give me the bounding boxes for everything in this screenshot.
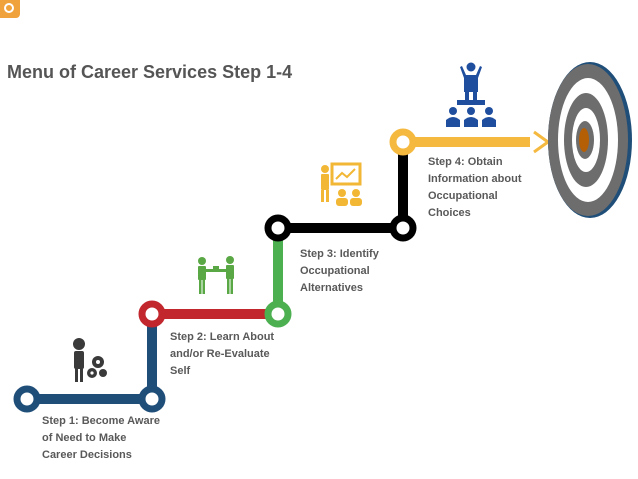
- step-4-line-2: Information about: [428, 173, 522, 185]
- step-2-label: Step 2: Learn About and/or Re-Evaluate S…: [170, 329, 300, 380]
- step-3-label: Step 3: Identify Occupational Alternativ…: [300, 246, 430, 297]
- app-logo-icon: [0, 0, 20, 18]
- step-4-label: Step 4: Obtain Information about Occupat…: [428, 154, 558, 222]
- step-2-line-3: Self: [170, 365, 191, 377]
- person-thinking-gears-icon: [73, 338, 107, 382]
- node-step1: [138, 385, 166, 413]
- page-title: Menu of Career Services Step 1-4: [7, 62, 293, 82]
- step-2-line-1: Step 2: Learn About: [170, 331, 275, 343]
- step-3-line-2: Occupational: [300, 265, 370, 277]
- step-3-line-3: Alternatives: [300, 282, 363, 294]
- step-1-line-2: of Need to Make: [42, 432, 127, 444]
- node-step1b: [138, 300, 166, 328]
- node-start: [13, 385, 41, 413]
- bullseye-target-icon: [548, 62, 632, 218]
- step-4-line-1: Step 4: Obtain: [428, 156, 503, 168]
- two-people-exchange-icon: [198, 256, 234, 294]
- node-step4: [389, 128, 417, 156]
- arrow-head-icon: [533, 130, 551, 154]
- path-step1: [27, 314, 157, 404]
- node-step3b: [389, 214, 417, 242]
- step-2-line-2: and/or Re-Evaluate: [170, 348, 270, 360]
- step-1-label: Step 1: Become Aware of Need to Make Car…: [42, 413, 172, 464]
- step-1-line-1: Step 1: Become Aware: [42, 415, 160, 427]
- node-step3: [264, 214, 292, 242]
- step-1-line-3: Career Decisions: [42, 449, 132, 461]
- leader-on-podium-icon: [446, 62, 496, 127]
- node-step2: [264, 300, 292, 328]
- step-4-line-3: Occupational: [428, 190, 498, 202]
- step-3-line-1: Step 3: Identify: [300, 248, 379, 260]
- presentation-audience-icon: [321, 162, 362, 206]
- step-4-line-4: Choices: [428, 207, 471, 219]
